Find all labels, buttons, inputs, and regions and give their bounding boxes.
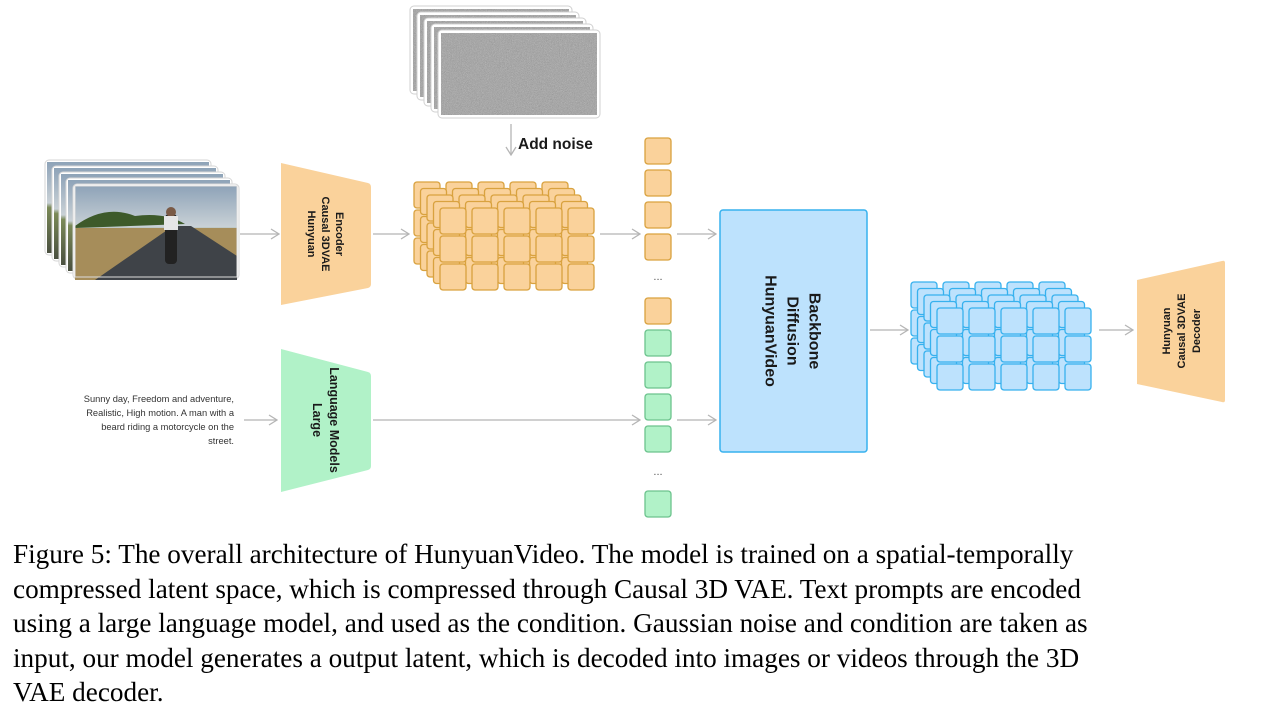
video-token <box>644 233 672 261</box>
add-noise-label: Add noise <box>518 136 593 153</box>
text-prompt: Sunny day, Freedom and adventure, Realist… <box>84 394 235 446</box>
latent-cell <box>968 307 996 335</box>
latent-cell <box>1000 363 1028 391</box>
latent-cell <box>535 263 563 291</box>
video-token <box>644 137 672 165</box>
video-token <box>644 201 672 229</box>
latent-cell <box>567 235 595 263</box>
decoder-label: Causal 3DVAE <box>1176 294 1188 369</box>
prompt-line: street. <box>208 436 234 446</box>
latent-cell <box>1032 363 1060 391</box>
caption-line: VAE decoder. <box>13 677 164 707</box>
latent-cell <box>936 307 964 335</box>
diffusion-backbone: HunyuanVideo Diffusion Backbone <box>719 209 868 453</box>
latent-cell <box>1064 335 1092 363</box>
figure-caption: Figure 5: The overall architecture of Hu… <box>13 537 1263 710</box>
latent-cell <box>1000 307 1028 335</box>
text-token <box>644 329 672 357</box>
output-latent-cube <box>910 281 1092 391</box>
text-token <box>644 490 672 518</box>
video-token <box>644 169 672 197</box>
latent-cell <box>1032 335 1060 363</box>
caption-line: Figure 5: The overall architecture of Hu… <box>13 539 1074 569</box>
caption-line: compressed latent space, which is compre… <box>13 573 1081 604</box>
encoder-label: Hunyuan <box>305 210 317 257</box>
latent-cell <box>471 263 499 291</box>
input-latent-cube <box>413 181 595 291</box>
decoder-label: Decoder <box>1191 308 1203 353</box>
llm-label: Large <box>310 403 324 437</box>
backbone-label: Diffusion <box>783 296 800 365</box>
latent-cell <box>439 207 467 235</box>
text-token <box>644 361 672 389</box>
text-token <box>644 425 672 453</box>
latent-cell <box>471 235 499 263</box>
latent-cell <box>968 363 996 391</box>
latent-cell <box>535 207 563 235</box>
token-ellipsis: ... <box>653 271 662 283</box>
caption-line: input, our model generates a output late… <box>13 642 1080 673</box>
decoder-label: Hunyuan <box>1161 307 1173 354</box>
llm-label: Language Models <box>327 367 341 473</box>
latent-cell <box>936 363 964 391</box>
latent-cell <box>1064 307 1092 335</box>
latent-cell <box>1032 307 1060 335</box>
noise-frames <box>409 5 601 119</box>
latent-cell <box>471 207 499 235</box>
backbone-label: Backbone <box>805 293 822 370</box>
text-token <box>644 393 672 421</box>
prompt-line: Sunny day, Freedom and adventure, <box>84 394 234 404</box>
prompt-line: beard riding a motorcycle on the <box>101 422 234 432</box>
video-token <box>644 297 672 325</box>
prompt-line: Realistic, High motion. A man with a <box>86 408 235 418</box>
backbone-label: HunyuanVideo <box>761 275 778 387</box>
latent-cell <box>567 263 595 291</box>
token-sequence: ...... <box>644 137 672 518</box>
caption-line: using a large language model, and used a… <box>13 608 1088 638</box>
token-ellipsis: ... <box>653 466 662 478</box>
encoder-label: Encoder <box>333 212 345 257</box>
latent-cell <box>503 207 531 235</box>
latent-cell <box>503 263 531 291</box>
latent-cell <box>535 235 563 263</box>
input-video-frames <box>44 159 240 280</box>
latent-cell <box>503 235 531 263</box>
latent-cell <box>439 263 467 291</box>
latent-cell <box>1064 363 1092 391</box>
latent-cell <box>567 207 595 235</box>
encoder-label: Causal 3DVAE <box>319 197 331 272</box>
latent-cell <box>936 335 964 363</box>
latent-cell <box>1000 335 1028 363</box>
latent-cell <box>439 235 467 263</box>
latent-cell <box>968 335 996 363</box>
